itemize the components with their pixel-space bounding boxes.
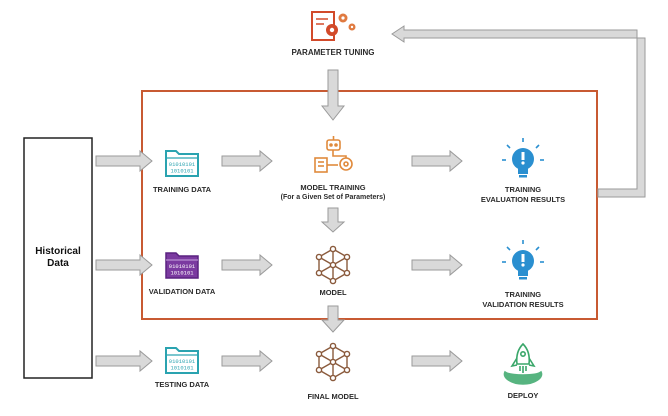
model-training-line1: MODEL TRAINING: [300, 183, 366, 192]
binary-folder-icon-testing: 01010101 1010101: [165, 347, 199, 374]
svg-text:1010101: 1010101: [170, 168, 194, 175]
training-eval-line1: TRAINING: [504, 185, 542, 194]
arrow-testing-data-to-final-model: [221, 349, 273, 373]
training-val-line1: TRAINING: [504, 290, 542, 299]
arrow-model-to-validation-results: [411, 253, 463, 277]
arrow-historical-to-validation: [95, 253, 153, 277]
svg-text:01010101: 01010101: [169, 358, 196, 365]
arrow-tuning-to-model-training: [320, 69, 346, 121]
historical-data-line2: Data: [47, 258, 69, 269]
validation-data-label: VALIDATION DATA: [148, 287, 216, 296]
document-gears-icon: [311, 11, 356, 41]
training-eval-line2: EVALUATION RESULTS: [480, 195, 566, 204]
training-data-label: TRAINING DATA: [152, 185, 212, 194]
lightbulb-icon-eval: [502, 138, 544, 178]
lightbulb-icon-validation: [502, 240, 544, 280]
arrow-model-to-final-model: [320, 305, 346, 333]
historical-data-box: [23, 137, 93, 379]
training-evaluation-results-label: TRAINING EVALUATION RESULTS: [465, 185, 581, 205]
feedback-loop-arrow: [391, 25, 646, 198]
svg-text:1010101: 1010101: [170, 365, 194, 372]
svg-text:01010101: 01010101: [169, 263, 196, 270]
svg-text:1010101: 1010101: [170, 270, 194, 277]
arrow-training-data-to-model-training: [221, 149, 273, 173]
testing-data-label: TESTING DATA: [154, 380, 210, 389]
arrow-model-training-to-eval: [411, 149, 463, 173]
binary-folder-icon-training: 01010101 1010101: [165, 150, 199, 177]
historical-data-line1: Historical: [35, 246, 81, 257]
svg-text:01010101: 01010101: [169, 161, 196, 168]
arrow-historical-to-training: [95, 149, 153, 173]
network-model-icon-model: [315, 245, 351, 285]
training-validation-results-label: TRAINING VALIDATION RESULTS: [465, 290, 581, 310]
binary-folder-icon-validation: 01010101 1010101: [165, 252, 199, 279]
parameter-tuning-label: PARAMETER TUNING: [291, 48, 375, 57]
rocket-deploy-icon: [503, 342, 543, 385]
training-frame: [141, 90, 598, 320]
model-training-label: MODEL TRAINING (For a Given Set of Param…: [262, 183, 404, 203]
arrow-final-model-to-deploy: [411, 349, 463, 373]
historical-data-label: Historical Data: [24, 246, 92, 270]
arrow-validation-data-to-model: [221, 253, 273, 277]
model-label: MODEL: [319, 288, 347, 297]
training-val-line2: VALIDATION RESULTS: [482, 300, 564, 309]
network-model-icon-final: [315, 342, 351, 382]
model-training-line2: (For a Given Set of Parameters): [280, 194, 386, 201]
deploy-label: DEPLOY: [507, 391, 539, 400]
final-model-label: FINAL MODEL: [307, 392, 359, 401]
robot-training-icon: [314, 136, 353, 173]
arrow-historical-to-testing: [95, 349, 153, 373]
arrow-model-training-to-model: [320, 207, 346, 233]
